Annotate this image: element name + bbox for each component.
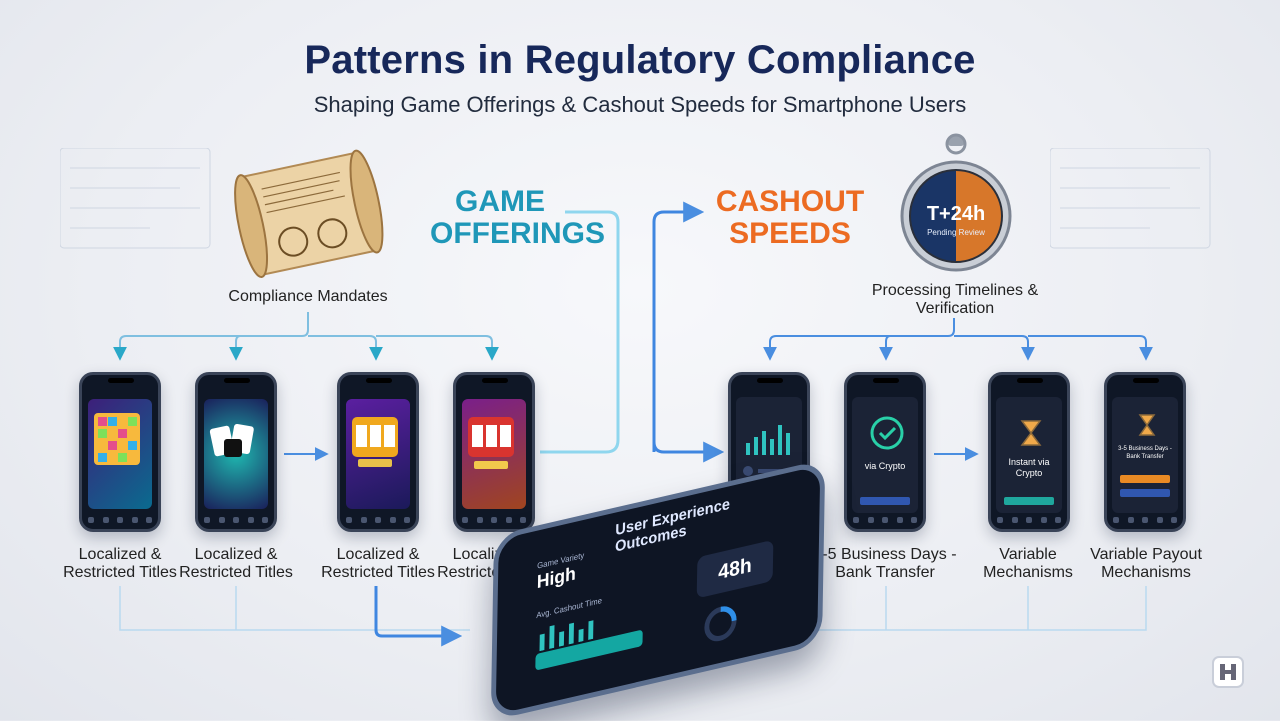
game-offerings-heading: GAME OFFERINGS: [430, 185, 606, 250]
cashout-phone-4: 3-5 Business Days - Bank Transfer: [1104, 372, 1186, 532]
cashout-phone-4-text: 3-5 Business Days - Bank Transfer: [1118, 446, 1172, 460]
cashout-phone-2-button: [860, 497, 910, 505]
game-phone-3: [337, 372, 419, 532]
gauge-icon: [704, 606, 737, 642]
page-subtitle: Shaping Game Offerings & Cashout Speeds …: [313, 92, 967, 117]
compliance-mandates-label: Compliance Mandates: [228, 288, 388, 305]
slot-machine-icon: [468, 417, 514, 469]
game-phone-1: [79, 372, 161, 532]
cashout-caption-4: Variable Payout Mechanisms: [1090, 546, 1202, 581]
outcome-phone: User Experience Outcomes Game Variety Hi…: [490, 459, 826, 721]
cashout-phone-2-text: via Crypto: [864, 461, 906, 471]
brand-logo: [1212, 656, 1244, 688]
game-caption-1: Localized & Restricted Titles: [63, 546, 177, 581]
check-icon: [870, 416, 904, 450]
outcome-cashout-value: 48h: [696, 539, 774, 599]
slot-machine-icon: [352, 417, 398, 467]
puzzle-grid-icon: [94, 413, 140, 465]
decor-panel-right: [1050, 148, 1211, 249]
page-title: Patterns in Regulatory Compliance: [304, 38, 976, 82]
cashout-phone-2: via Crypto: [844, 372, 926, 532]
stopwatch-value: T+24h: [926, 203, 986, 225]
decor-panel-left: [60, 148, 211, 249]
game-phone-2: [195, 372, 277, 532]
logo-icon: [1220, 664, 1236, 680]
cashout-phone-3-button: [1004, 497, 1054, 505]
cashout-phone-3: Instant via Crypto: [988, 372, 1070, 532]
scroll-icon: [234, 149, 384, 279]
outcome-bars: [539, 620, 594, 652]
hourglass-icon: [1020, 420, 1042, 446]
game-caption-3: Localized & Restricted Titles: [321, 546, 435, 581]
hourglass-icon: [1138, 414, 1156, 436]
cashout-phone-4-button-1: [1120, 475, 1170, 483]
cashout-speeds-heading: CASHOUT SPEEDS: [715, 185, 865, 250]
game-caption-2: Localized & Restricted Titles: [179, 546, 293, 581]
stopwatch-subtext: Pending Review: [927, 228, 985, 237]
game-phone-4: [453, 372, 535, 532]
stopwatch-icon: [900, 133, 1012, 272]
cashout-caption-3: Variable Mechanisms: [983, 546, 1073, 581]
cards-icon: [209, 423, 254, 457]
cashout-phone-4-button-2: [1120, 489, 1170, 497]
cashout-phone-3-text: Instant via Crypto: [1008, 457, 1050, 478]
cashout-caption-2: 3-5 Business Days - Bank Transfer: [813, 546, 957, 581]
processing-timelines-label: Processing Timelines & Verification: [871, 282, 1039, 317]
